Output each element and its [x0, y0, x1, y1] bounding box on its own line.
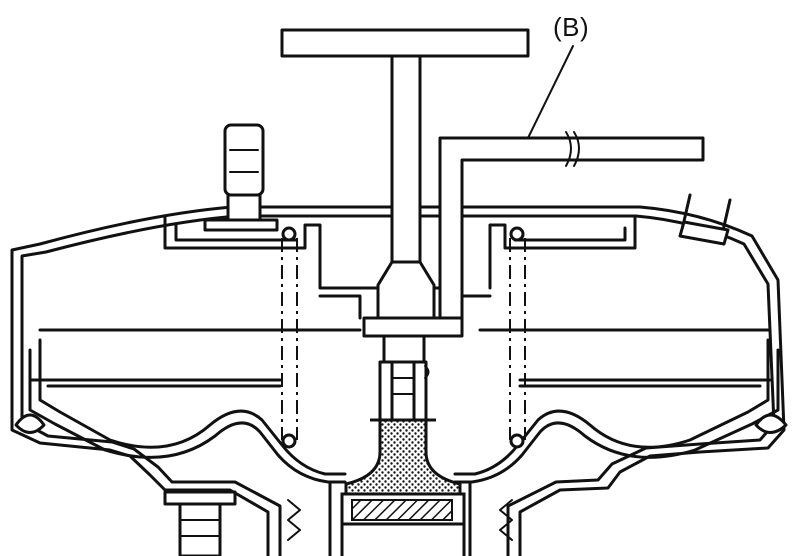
mounting-stud: [163, 490, 237, 556]
reaction-disc: [287, 482, 513, 556]
pin-top-right: [509, 226, 525, 242]
tool-collar: [362, 316, 464, 364]
pin-top-left: [281, 226, 297, 242]
callout-leader-line: [527, 45, 574, 139]
guide-rods: [281, 226, 526, 449]
diaphragm: [14, 328, 788, 484]
check-valve-fitting: [203, 123, 279, 232]
pin-bottom-right: [509, 433, 525, 449]
pin-bottom-left: [281, 433, 297, 449]
t-handle-tool: [280, 28, 530, 320]
rod-break-mark: [424, 365, 430, 379]
special-tool-b: [438, 45, 705, 322]
vacuum-connector: [678, 193, 732, 246]
push-rod: [344, 360, 462, 496]
callout-label-b: (B): [553, 12, 590, 42]
